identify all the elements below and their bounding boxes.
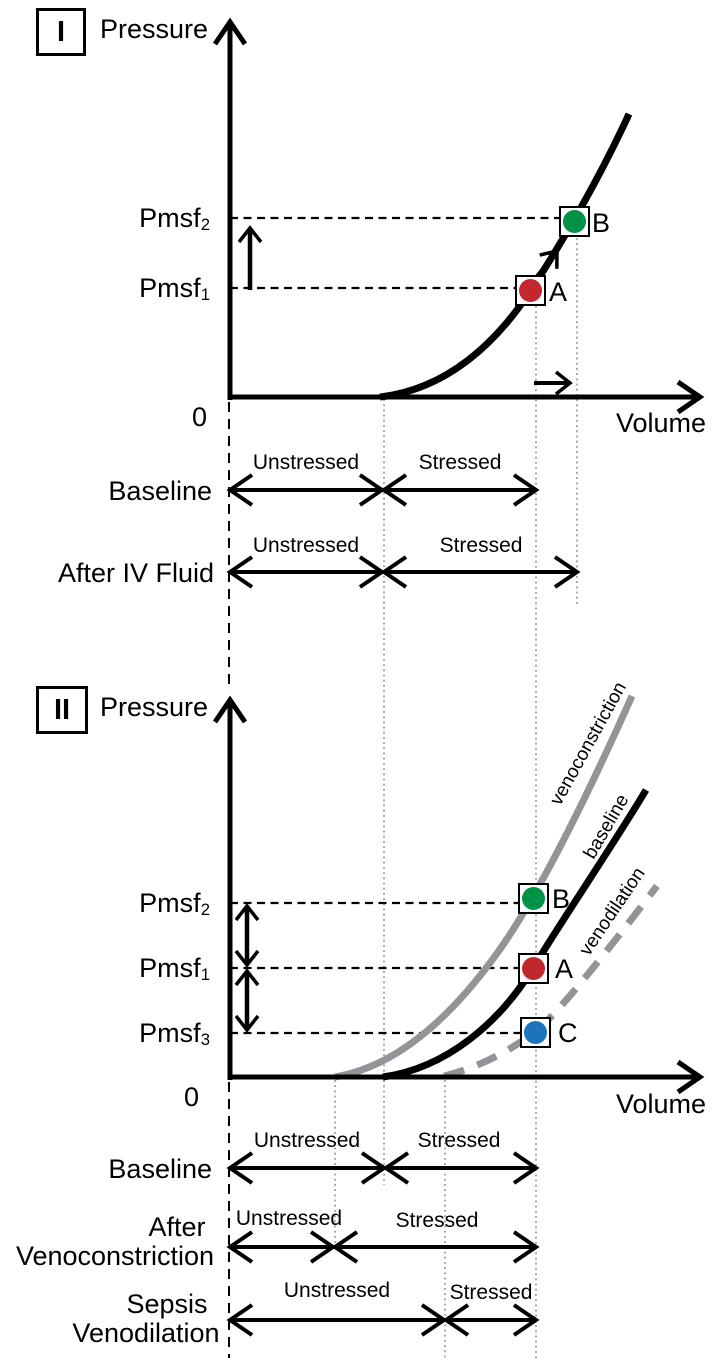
panel2-volume-axis-label: Volume [615,1089,706,1119]
panel1-pressure-axis-label: Pressure [100,14,209,44]
point-a-label-panel1: A [549,277,568,307]
panel1-afteriv-stressed-label: Stressed [439,534,523,557]
panel2-baseline-stressed-label: Stressed [417,1129,501,1152]
panel2-graphics [212,694,705,1337]
panel2-pmsf-dashed-lines [230,901,521,1035]
panel2-venoconstriction-row-label-line2: Venoconstriction [15,1241,215,1271]
panel1-tag: I [36,8,86,56]
point-a-label-panel2: A [555,954,574,984]
panel1-compliance-curve [379,112,633,401]
panel2-venoconstriction-curve [334,694,636,1081]
panel1-baseline-unstressed-label: Unstressed [252,451,360,474]
panel2-baseline-row-label: Baseline [108,1154,212,1184]
panel1-baseline-row-label: Baseline [108,476,212,506]
panel2-venoconstriction-row-label-line1: After [148,1212,206,1242]
point-c-marker-panel2 [520,1017,551,1048]
panel1-afteriv-row-label: After IV Fluid [57,558,214,588]
panel1-afteriv-unstressed-label: Unstressed [252,534,360,557]
guide-lines [334,238,578,1358]
panel1-along-curve-arrow [535,248,559,278]
panel2-baseline-unstressed-label: Unstressed [253,1129,361,1152]
panel1-volume-axis-label: Volume [615,408,706,438]
panel2-sepsis-stressed-label: Stressed [449,1281,533,1304]
point-b-marker-panel2 [518,883,549,914]
panel1-pmsf1-label: Pmsf1 [139,273,210,304]
panel1-pmsf2-label: Pmsf2 [139,203,210,234]
panel1-origin-label: 0 [192,402,208,432]
point-a-marker-panel1 [515,275,546,306]
panel1-baseline-stressed-label: Stressed [418,451,502,474]
panel2-origin-label: 0 [184,1082,200,1112]
panel2-sepsis-row-label-line2: Venodilation [72,1318,220,1348]
point-a-marker-panel2 [518,953,549,984]
panel2-sepsis-unstressed-label: Unstressed [283,1279,391,1302]
panel2-pmsf1-label: Pmsf1 [139,953,210,984]
panel2-sepsis-row-label-line1: Sepsis [126,1289,208,1319]
point-c-label-panel2: C [558,1018,578,1048]
panel1-pmsf-dashed-lines [230,216,560,290]
panel2-pmsf2-label: Pmsf2 [139,888,210,919]
panel2-venoconstriction-unstressed-label: Unstressed [235,1207,343,1230]
panel2-pressure-axis-label: Pressure [100,692,209,722]
point-b-marker-panel1 [559,206,590,237]
point-b-label-panel2: B [552,884,571,914]
point-b-label-panel1: B [592,208,611,238]
panel2-tag: II [36,686,88,734]
panel1-graphics [212,17,705,589]
panel2-venoconstriction-stressed-label: Stressed [395,1209,479,1232]
panel2-pmsf3-label: Pmsf3 [139,1018,210,1049]
